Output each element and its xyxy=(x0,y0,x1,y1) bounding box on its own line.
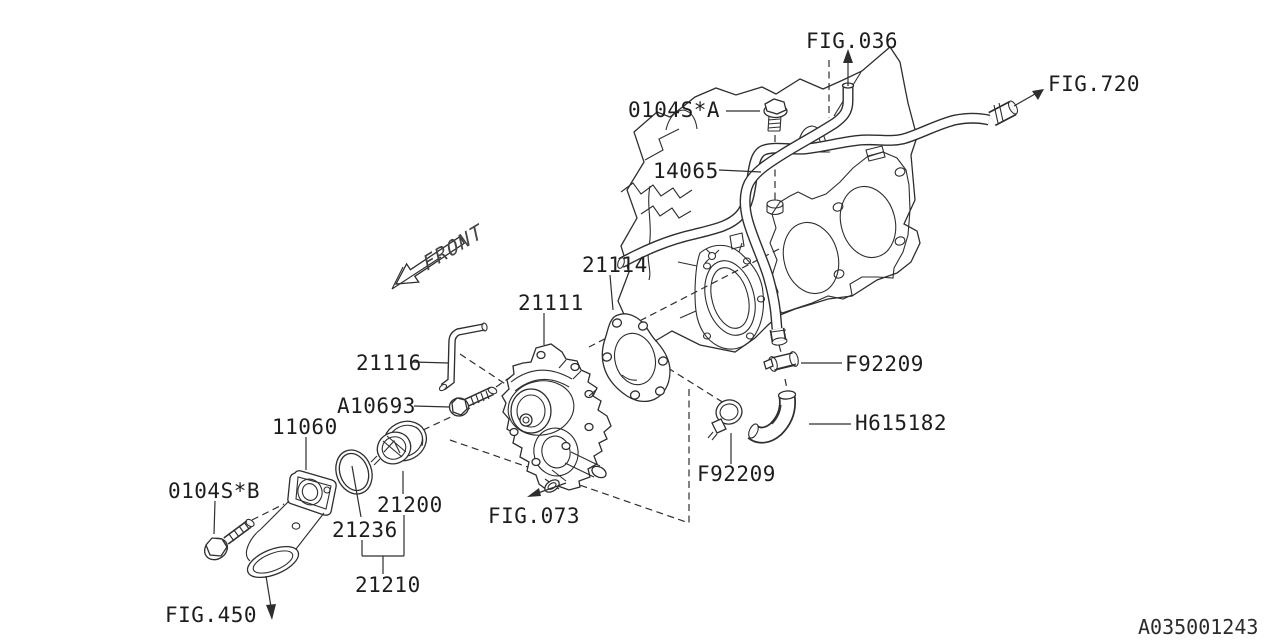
part-label-21116: 21116 xyxy=(356,351,422,375)
bolt-0104sa-drawing xyxy=(763,98,788,132)
fig720-arrow-icon xyxy=(1013,89,1044,107)
part-label-14065: 14065 xyxy=(653,159,719,183)
part-label-0104sb: 0104S*B xyxy=(168,479,260,503)
fig-label-450: FIG.450 xyxy=(165,603,257,627)
pump-gasket-drawing xyxy=(601,313,671,403)
front-label: FRONT xyxy=(420,218,488,275)
part-label-21236: 21236 xyxy=(332,518,398,542)
bolt-a10693-drawing xyxy=(448,386,498,417)
pipe-14065-drawing xyxy=(739,82,855,346)
part-label-21200: 21200 xyxy=(377,493,443,517)
part-label-21210: 21210 xyxy=(355,573,421,597)
fig-label-036: FIG.036 xyxy=(806,29,898,53)
water-pump-drawing xyxy=(501,343,612,493)
part-label-h615182: H615182 xyxy=(855,411,947,435)
bolt-0104sb-drawing xyxy=(203,518,255,561)
part-label-0104sa: 0104S*A xyxy=(628,98,720,122)
fig-label-073: FIG.073 xyxy=(488,504,580,528)
part-label-11060: 11060 xyxy=(272,415,338,439)
thermostat-gasket-drawing xyxy=(335,449,373,495)
part-label-21111: 21111 xyxy=(518,291,584,315)
diagram-code-watermark: A035001243 xyxy=(1138,615,1258,639)
part-label-f92209-upper: F92209 xyxy=(845,352,924,376)
fig-label-720: FIG.720 xyxy=(1048,72,1140,96)
part-label-21114: 21114 xyxy=(582,253,648,277)
hose-drawing xyxy=(747,390,797,444)
fig450-arrow-icon xyxy=(265,575,276,620)
clamp-lower-drawing xyxy=(707,399,743,441)
fig073-arrow-icon xyxy=(527,482,567,497)
part-label-a10693: A10693 xyxy=(337,394,416,418)
thermostat-drawing xyxy=(370,420,428,466)
water-inlet-drawing xyxy=(245,470,337,579)
pipe-21116-drawing xyxy=(438,322,488,392)
pipe-to-fig720-drawing xyxy=(617,100,1019,269)
front-arrow-icon xyxy=(391,235,466,290)
engine-block-drawing xyxy=(617,46,921,353)
part-label-f92209-lower: F92209 xyxy=(697,462,776,486)
leader-lines xyxy=(213,110,851,574)
clamp-upper-drawing xyxy=(763,351,799,372)
fig036-arrow-icon xyxy=(843,49,853,86)
